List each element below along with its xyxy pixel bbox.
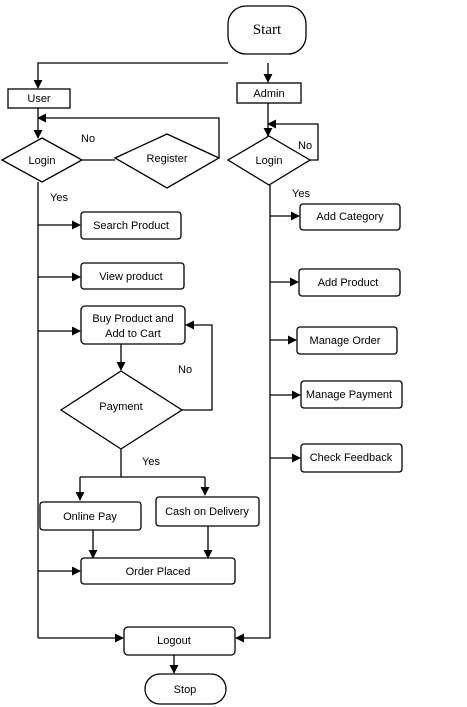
check-feedback-node: Check Feedback [300, 443, 403, 473]
add-product-label: Add Product [318, 277, 379, 289]
admin-login-no-label: No [298, 140, 312, 152]
cash-on-delivery-node: Cash on Delivery [155, 496, 260, 527]
manage-order-label: Manage Order [310, 335, 381, 347]
add-category-node: Add Category [299, 203, 401, 231]
search-product-label: Search Product [93, 220, 169, 232]
edge-start-split [33, 62, 228, 89]
admin-label: Admin [253, 88, 284, 100]
flow-edges [33, 62, 319, 674]
stop-label: Stop [174, 684, 197, 696]
manage-payment-node: Manage Payment [300, 380, 403, 409]
payment-decision: Payment [59, 370, 184, 450]
cash-on-delivery-label: Cash on Delivery [165, 506, 249, 518]
admin-login-decision: Login [226, 135, 312, 186]
user-node: User [7, 88, 71, 109]
manage-payment-label: Manage Payment [306, 389, 392, 401]
stop-node: Stop [144, 673, 227, 705]
view-product-label: View product [99, 271, 162, 283]
buy-product-label-1: Buy Product and [92, 313, 173, 325]
edge-admin-trunk [235, 185, 271, 643]
register-label: Register [147, 153, 188, 165]
admin-node: Admin [236, 82, 302, 104]
admin-login-label: Login [256, 155, 283, 167]
add-product-node: Add Product [298, 268, 401, 297]
start-node: Start [227, 5, 307, 55]
user-login-no-label: No [81, 133, 95, 145]
buy-product-node: Buy Product and Add to Cart [80, 305, 186, 345]
manage-order-node: Manage Order [296, 326, 398, 355]
edge-admin-login-no [267, 119, 319, 161]
user-login-label: Login [29, 155, 56, 167]
logout-label: Logout [157, 635, 191, 647]
search-product-node: Search Product [80, 211, 182, 240]
order-placed-node: Order Placed [80, 557, 236, 585]
user-label: User [27, 93, 51, 105]
online-pay-label: Online Pay [63, 511, 117, 523]
start-label: Start [253, 22, 282, 38]
edge-payment-no [182, 320, 213, 411]
order-placed-label: Order Placed [126, 566, 191, 578]
user-login-decision: Login [0, 137, 84, 183]
add-category-label: Add Category [316, 211, 384, 223]
register-decision: Register [113, 133, 221, 189]
check-feedback-label: Check Feedback [310, 452, 393, 464]
edge-register-loop [37, 113, 220, 158]
user-login-yes-label: Yes [50, 192, 68, 204]
admin-login-yes-label: Yes [292, 188, 310, 200]
payment-no-label: No [178, 364, 192, 376]
logout-node: Logout [123, 626, 236, 656]
view-product-node: View product [80, 262, 185, 290]
payment-yes-label: Yes [142, 456, 160, 468]
payment-label: Payment [99, 401, 142, 413]
buy-product-label-2: Add to Cart [105, 328, 161, 340]
online-pay-node: Online Pay [39, 501, 142, 531]
